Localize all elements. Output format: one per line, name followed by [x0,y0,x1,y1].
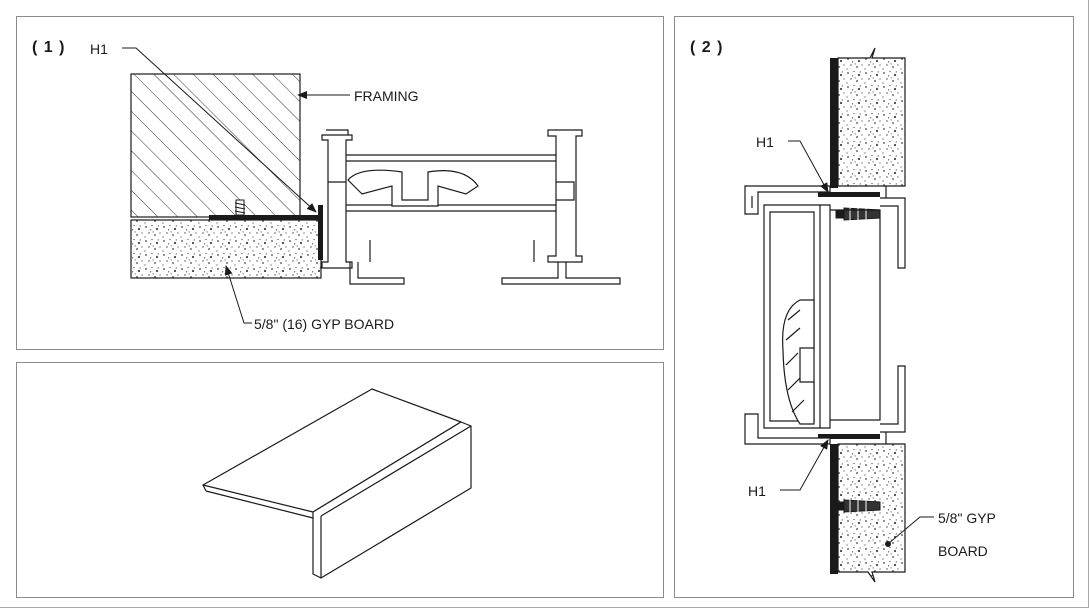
h1-bracket-2-bottom [818,434,880,439]
gyp-board-1 [130,219,322,279]
board-leader-1 [224,265,252,324]
screw-2-bottom [835,498,881,514]
h1-bracket-2-top [818,192,880,197]
framing-block [130,73,301,218]
frame-profile-1 [321,129,621,285]
board-leader-2 [885,516,934,547]
framing-label: FRAMING [354,88,419,104]
gyp-board-label-2-line2: BOARD [938,543,988,559]
h1-label-2-bottom: H1 [748,483,766,499]
screw-2-top [835,206,881,222]
h1-leader-2-bottom [780,439,829,491]
bracket-isometric [202,388,472,579]
h1-label-2-top: H1 [756,134,774,150]
gyp-board-label-1: 5/8" (16) GYP BOARD [254,316,395,332]
detail-number-2: ( 2 ) [690,39,724,56]
h1-label-1: H1 [90,41,108,57]
h1-leader-1 [122,47,317,213]
h1-leader-2-top [788,140,829,193]
gyp-board-2-top [830,47,906,188]
frame-profile-2 [744,185,906,445]
screw-1 [234,199,246,216]
gyp-board-label-2-line1: 5/8" GYP [938,510,996,526]
gyp-board-2-bottom [830,443,906,583]
h1-bracket-1 [209,205,323,260]
detail-number-1: ( 1 ) [32,39,66,56]
